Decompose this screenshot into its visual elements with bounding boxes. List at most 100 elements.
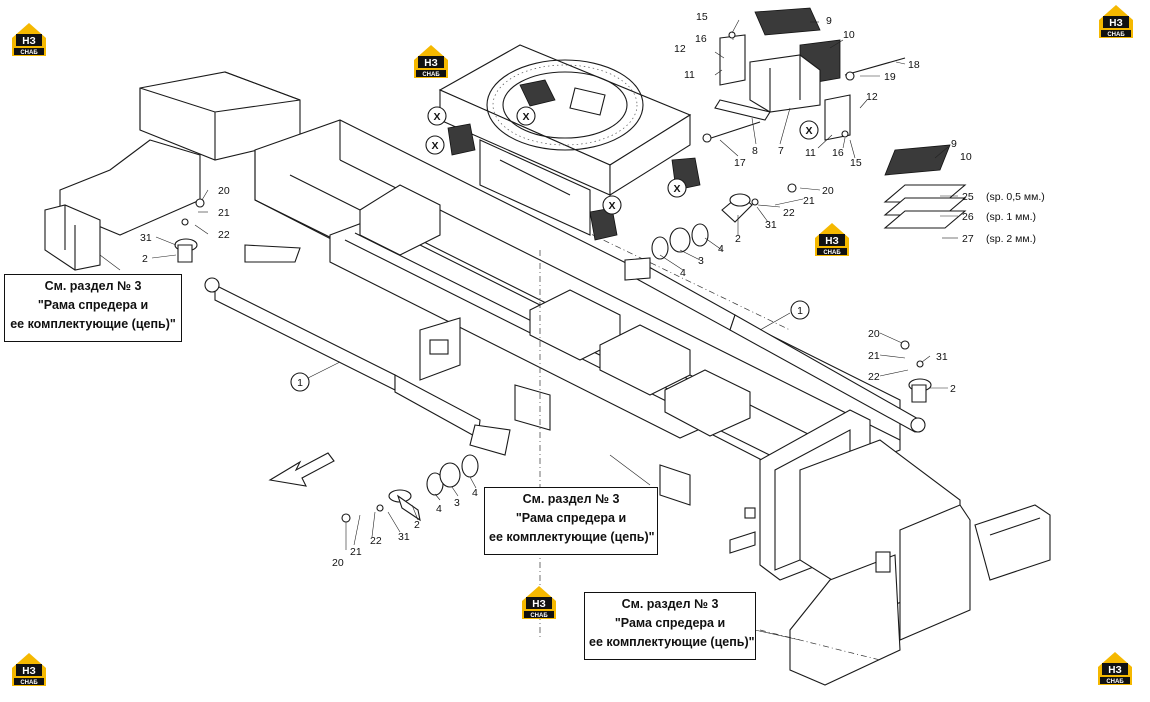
part-number: 3 xyxy=(698,255,704,267)
part-numbers-right-pin: 20 21 22 31 2 4 3 4 xyxy=(680,185,834,279)
part-number: 17 xyxy=(734,157,746,169)
part-number: 19 xyxy=(884,71,896,83)
callout-cylinder-left: 1 xyxy=(297,377,303,389)
shim-thickness-label: (sp. 0,5 мм.) xyxy=(986,191,1045,203)
part-number: 15 xyxy=(696,11,708,23)
note-line-1: См. раздел № 3 xyxy=(522,492,620,506)
cross-marker-2: X xyxy=(522,111,529,123)
part-number: 2 xyxy=(950,383,956,395)
logo-bottom-text: СНАБ xyxy=(530,613,548,619)
logo-bottom-text: СНАБ xyxy=(1106,679,1124,685)
part-number: 16 xyxy=(695,33,707,45)
cross-markers: X X X X X X xyxy=(425,106,819,215)
logo-top-text: НЗ xyxy=(424,58,438,69)
part-numbers-top-right: 15 16 12 11 9 10 18 19 12 8 7 17 11 16 1… xyxy=(674,11,920,169)
spreader-main-beam xyxy=(44,71,1051,686)
nzsnab-logo: НЗ СНАБ xyxy=(10,650,48,688)
part-number: 4 xyxy=(718,243,724,255)
cross-marker-4: X xyxy=(608,200,615,212)
shim-thickness-label: (sp. 2 мм.) xyxy=(986,233,1036,245)
cross-marker-6: X xyxy=(805,125,812,137)
part-number: 12 xyxy=(866,91,878,103)
section-reference-note-bottom: См. раздел № 3 "Рама спредера и ее компл… xyxy=(584,592,756,660)
part-number: 10 xyxy=(843,29,855,41)
part-number: 7 xyxy=(778,145,784,157)
part-number: 22 xyxy=(783,207,795,219)
nzsnab-logo: НЗ СНАБ xyxy=(1096,649,1134,687)
part-number: 26 xyxy=(962,211,974,223)
part-number: 21 xyxy=(868,350,880,362)
part-number: 31 xyxy=(936,351,948,363)
direction-arrow xyxy=(268,452,335,487)
part-numbers-inset: 9 10 25 26 27 (sp. 0,5 мм.) (sp. 1 мм.) … xyxy=(951,138,1045,245)
inset-shims xyxy=(883,184,967,229)
shim-thickness-label: (sp. 1 мм.) xyxy=(986,211,1036,223)
guide-block-assembly xyxy=(702,7,906,143)
part-number: 20 xyxy=(332,557,344,569)
note-line-3: ее комплектующие (цепь)" xyxy=(589,635,755,649)
part-number: 27 xyxy=(962,233,974,245)
cross-marker-5: X xyxy=(673,183,680,195)
pin-assemblies xyxy=(174,183,932,523)
part-number: 20 xyxy=(822,185,834,197)
part-number: 31 xyxy=(140,232,152,244)
note-line-3: ее комплектующие (цепь)" xyxy=(489,530,655,544)
logo-top-text: НЗ xyxy=(1109,18,1123,29)
wear-pads xyxy=(447,79,951,241)
logo-top-text: НЗ xyxy=(22,36,36,47)
part-number: 4 xyxy=(472,487,478,499)
part-numbers-left-pin: 20 21 22 31 2 xyxy=(140,185,230,265)
note-line-3: ее комплектующие (цепь)" xyxy=(10,317,176,331)
part-numbers-front-pin: 4 3 4 2 31 22 21 20 xyxy=(332,487,478,569)
part-number: 20 xyxy=(868,328,880,340)
part-number: 25 xyxy=(962,191,974,203)
part-number: 31 xyxy=(765,219,777,231)
part-number: 11 xyxy=(805,147,816,159)
section-reference-note-center: См. раздел № 3 "Рама спредера и ее компл… xyxy=(484,487,658,555)
logo-top-text: НЗ xyxy=(22,666,36,677)
nzsnab-logo: НЗ СНАБ xyxy=(1097,2,1135,40)
note-line-2: "Рама спредера и xyxy=(37,298,149,312)
part-number: 9 xyxy=(826,15,832,27)
logo-top-text: НЗ xyxy=(825,236,839,247)
part-number: 2 xyxy=(735,233,741,245)
section-reference-note-left: См. раздел № 3 "Рама спредера и ее компл… xyxy=(4,274,182,342)
cross-marker-1: X xyxy=(433,111,440,123)
logo-bottom-text: СНАБ xyxy=(823,250,841,256)
part-number: 12 xyxy=(674,43,686,55)
hydraulic-cylinders xyxy=(204,244,926,456)
part-number: 3 xyxy=(454,497,460,509)
part-number: 16 xyxy=(832,147,844,159)
logo-top-text: НЗ xyxy=(1108,665,1122,676)
nzsnab-logo: НЗ СНАБ xyxy=(813,220,851,258)
part-number: 8 xyxy=(752,145,758,157)
part-number: 4 xyxy=(680,267,686,279)
part-number: 20 xyxy=(218,185,230,197)
nzsnab-logo: НЗ СНАБ xyxy=(520,583,558,621)
part-number: 10 xyxy=(960,151,972,163)
nzsnab-logo: НЗ СНАБ xyxy=(10,20,48,58)
part-number: 31 xyxy=(398,531,410,543)
part-number: 22 xyxy=(868,371,880,383)
part-number: 22 xyxy=(370,535,382,547)
part-number: 2 xyxy=(142,253,148,265)
cylinder-callouts: 1 1 xyxy=(290,300,810,392)
note-line-1: См. раздел № 3 xyxy=(44,279,142,293)
part-number: 21 xyxy=(803,195,815,207)
logo-top-text: НЗ xyxy=(532,599,546,610)
part-number: 21 xyxy=(218,207,230,219)
part-numbers-far-right-pin: 20 21 22 31 2 xyxy=(868,328,956,395)
part-number: 9 xyxy=(951,138,957,150)
part-number: 2 xyxy=(414,519,420,531)
logo-bottom-text: СНАБ xyxy=(1107,32,1125,38)
part-number: 18 xyxy=(908,59,920,71)
nzsnab-logo: НЗ СНАБ xyxy=(412,42,450,80)
logo-bottom-text: СНАБ xyxy=(20,680,38,686)
note-line-2: "Рама спредера и xyxy=(515,511,627,525)
logo-bottom-text: СНАБ xyxy=(422,72,440,78)
note-line-1: См. раздел № 3 xyxy=(621,597,719,611)
part-number: 22 xyxy=(218,229,230,241)
part-number: 21 xyxy=(350,546,362,558)
callout-cylinder-right: 1 xyxy=(797,305,803,317)
